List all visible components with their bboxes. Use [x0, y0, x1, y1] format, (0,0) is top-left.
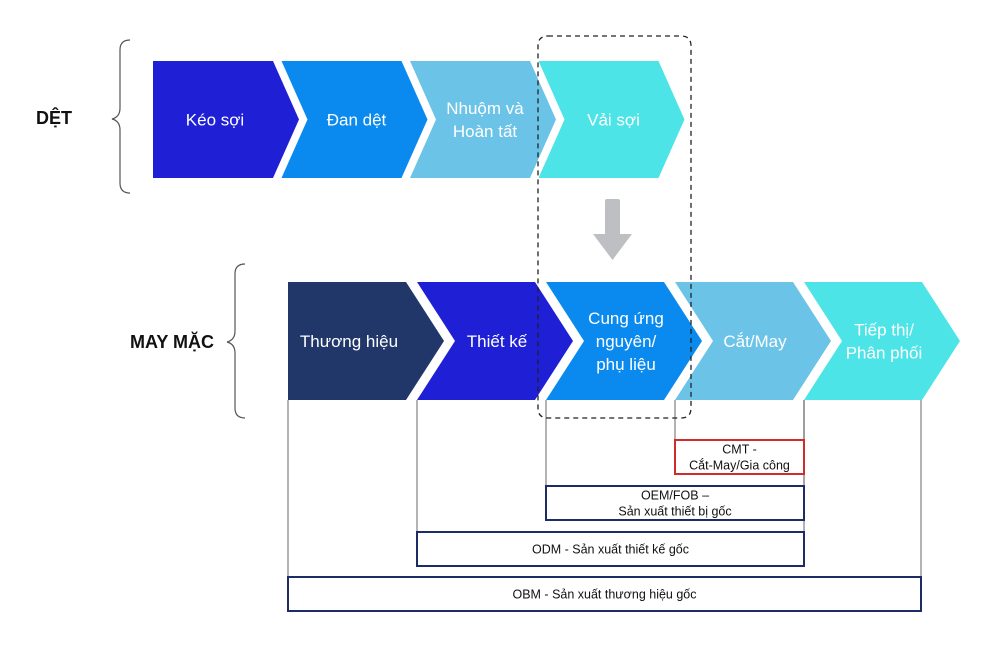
garment-brace-icon [226, 263, 246, 419]
cmt-box-label: Cắt-May/Gia công [689, 458, 790, 473]
garment-step-label: Cung ứng [588, 309, 664, 328]
obm-box-label: OBM - Sản xuất thương hiệu gốc [512, 588, 696, 602]
textile-chevron-shape [281, 61, 428, 178]
textile-step-label: Kéo sợi [186, 111, 244, 130]
textile-steps: Kéo sợi Đan dệt Nhuộm và Hoàn tất Vải sợi [153, 61, 685, 178]
textile-step-nhuom-va-hoan-tat: Nhuộm và Hoàn tất [410, 61, 556, 178]
odm-model-box: ODM - Sản xuất thiết kế gốc [416, 531, 805, 567]
odm-box-label: ODM - Sản xuất thiết kế gốc [532, 543, 689, 557]
garment-step-cat-may: Cắt/May [675, 282, 831, 400]
cmt-box-frame [674, 439, 805, 475]
textile-step-label: Nhuộm và [446, 99, 524, 118]
garment-step-tiep-thi-phan-phoi: Tiếp thị/Phân phối [804, 282, 960, 400]
textile-step-vai-soi: Vải sợi [538, 61, 685, 178]
cmt-model-box: CMT -Cắt-May/Gia công [674, 439, 805, 475]
textile-chevron-shape [410, 61, 556, 178]
oem-box-label: Sản xuất thiết bị gốc [618, 505, 731, 519]
garment-chevron-shape [417, 282, 573, 400]
garment-step-label: Phân phối [846, 344, 923, 363]
garment-chevron-shape [675, 282, 831, 400]
garment-chevron-shape [288, 282, 444, 400]
textile-chevron-shape [538, 61, 685, 178]
garment-step-label: nguyên/ [596, 332, 657, 351]
garment-step-cung-ung-nguyen-phu-lieu: Cung ứng nguyên/phụ liệu [546, 282, 702, 400]
garment-step-label: phụ liệu [596, 355, 656, 374]
garment-step-label: Thiết kế [467, 332, 528, 351]
garment-step-label: Tiếp thị/ [854, 321, 914, 340]
arrow-down-icon [593, 199, 632, 260]
garment-chevron-shape [804, 282, 960, 400]
textile-step-dan-det: Đan dệt [281, 61, 428, 178]
textile-step-label: Đan dệt [327, 111, 387, 130]
textile-group-label: DỆT [36, 107, 72, 128]
textile-step-label: Hoàn tất [453, 122, 518, 141]
obm-box-frame [287, 576, 922, 612]
garment-chevron-shape [546, 282, 702, 400]
cmt-box-label: CMT - [722, 443, 757, 457]
garment-step-label: Cắt/May [723, 332, 787, 351]
oem-model-box: OEM/FOB – Sản xuất thiết bị gốc [545, 485, 805, 521]
textile-chevron-shape [153, 61, 299, 178]
garment-group-label: MAY MẶC [130, 331, 214, 352]
garment-steps: Thương hiệu Thiết kế Cung ứng nguyên/phụ li… [288, 282, 960, 400]
garment-step-thuong-hieu: Thương hiệu [288, 282, 444, 400]
garment-step-thiet-ke: Thiết kế [417, 282, 573, 400]
obm-model-box: OBM - Sản xuất thương hiệu gốc [287, 576, 922, 612]
odm-box-frame [416, 531, 805, 567]
oem-box-label: OEM/FOB – [641, 489, 709, 503]
textile-brace-icon [111, 39, 131, 194]
garment-step-label: Thương hiệu [300, 332, 398, 351]
textile-step-keo-soi: Kéo sợi [153, 61, 299, 178]
textile-step-label: Vải sợi [587, 111, 640, 130]
oem-box-frame [545, 485, 805, 521]
